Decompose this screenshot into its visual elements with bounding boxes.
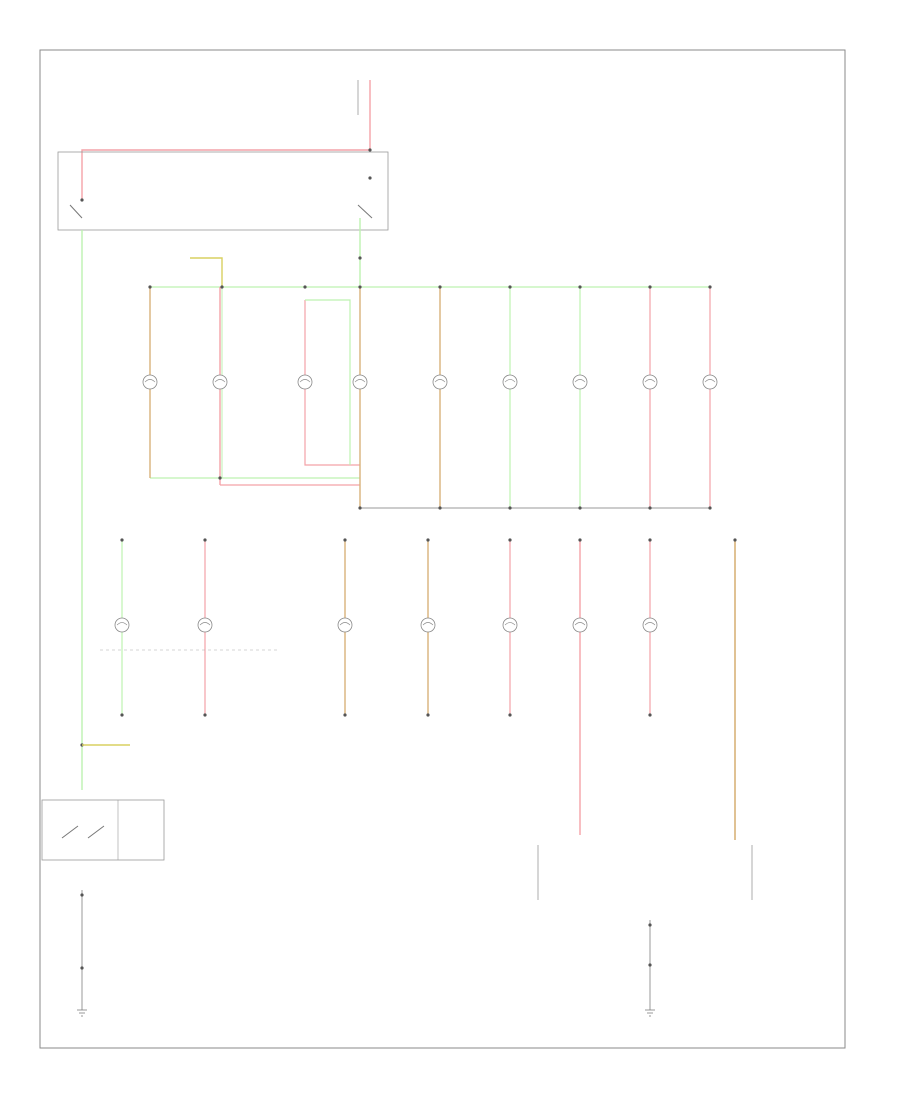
junction-node xyxy=(578,538,582,542)
junction-node xyxy=(343,713,347,717)
lamp-icon xyxy=(352,374,368,390)
junction-node xyxy=(648,538,652,542)
junction-node xyxy=(438,285,442,289)
junction-node xyxy=(648,713,652,717)
combination-switch-box xyxy=(41,799,165,861)
mid-green-loop xyxy=(305,299,351,465)
junction-node xyxy=(508,538,512,542)
lamp-icon xyxy=(702,374,718,390)
headlight-switch-box xyxy=(57,151,389,231)
lamp-icon xyxy=(297,374,313,390)
lamp-icon xyxy=(197,617,213,633)
lamp-icon xyxy=(572,617,588,633)
lamp-icon xyxy=(502,374,518,390)
junction-node xyxy=(303,285,307,289)
junction-node xyxy=(80,893,84,897)
ground-icon xyxy=(77,1009,87,1017)
lamp-icon xyxy=(642,617,658,633)
junction-node xyxy=(426,713,430,717)
junction-node xyxy=(218,476,222,480)
junction-node xyxy=(708,506,712,510)
junction-node xyxy=(358,285,362,289)
lamp-icon xyxy=(432,374,448,390)
junction-node xyxy=(203,713,207,717)
fuse-feed-wire xyxy=(81,115,371,200)
junction-node xyxy=(508,713,512,717)
switch-node xyxy=(80,198,84,202)
junction-node xyxy=(220,285,224,289)
junction-node xyxy=(120,713,124,717)
lamp-icon xyxy=(337,617,353,633)
junction-node xyxy=(648,506,652,510)
switch-node xyxy=(368,176,372,180)
lamp-icon xyxy=(642,374,658,390)
diagram-frame xyxy=(39,49,846,1049)
headlight-switch-group xyxy=(57,80,389,285)
switch-node xyxy=(368,148,372,152)
junction-node xyxy=(578,506,582,510)
lamp-icon xyxy=(212,374,228,390)
instrument-lamp-bank-top xyxy=(142,257,718,510)
junction-node xyxy=(708,285,712,289)
switch-blade-right xyxy=(357,204,373,219)
top-yellow-tap xyxy=(190,257,223,287)
junction-node xyxy=(358,506,362,510)
mid-red-loop xyxy=(304,300,360,466)
junction-node xyxy=(733,538,737,542)
junction-node xyxy=(120,538,124,542)
junction-node xyxy=(343,538,347,542)
junction-node xyxy=(426,538,430,542)
junction-node xyxy=(648,285,652,289)
combination-switch-blade xyxy=(61,825,79,839)
instrument-lamp-bank-middle xyxy=(100,538,737,840)
lamp-icon xyxy=(572,374,588,390)
junction-node xyxy=(508,285,512,289)
junction-node xyxy=(648,963,652,967)
lamp-icon xyxy=(420,617,436,633)
switch-blade-left xyxy=(69,204,83,219)
combination-switch-blade xyxy=(87,825,105,839)
switch-node xyxy=(358,256,362,260)
junction-node xyxy=(438,506,442,510)
lamp-icon xyxy=(114,617,130,633)
junction-node xyxy=(203,538,207,542)
junction-node xyxy=(648,923,652,927)
lamp-icon xyxy=(502,617,518,633)
junction-node xyxy=(508,506,512,510)
ground-icon xyxy=(645,1009,655,1017)
lamp-icon xyxy=(142,374,158,390)
lower-switch-group xyxy=(41,799,753,1017)
junction-node xyxy=(80,966,84,970)
junction-node xyxy=(578,285,582,289)
junction-node xyxy=(148,285,152,289)
